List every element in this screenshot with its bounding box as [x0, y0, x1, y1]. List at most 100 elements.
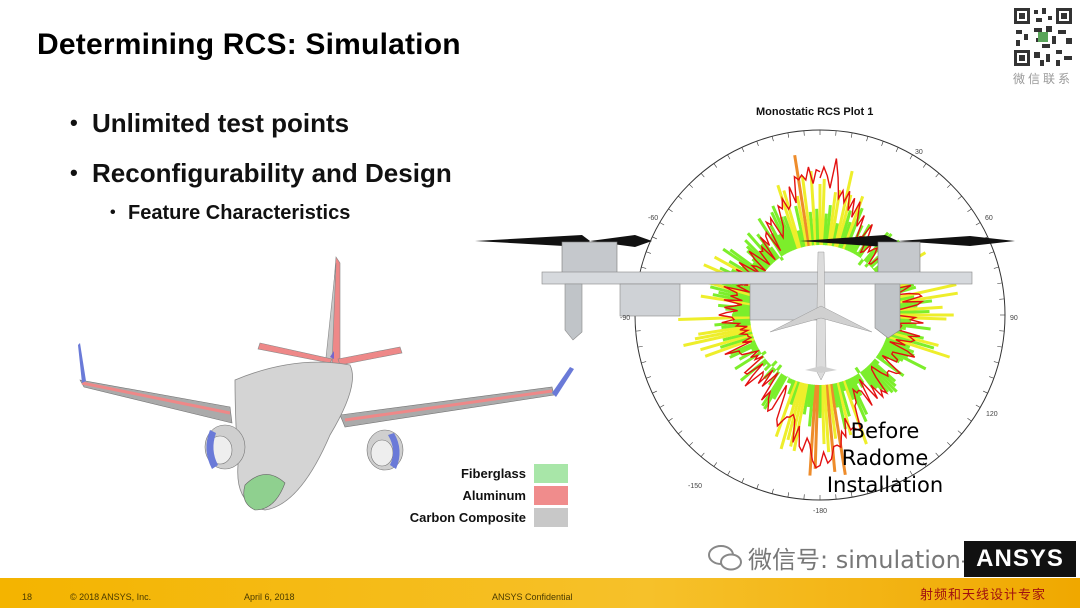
rcs-spike: [782, 190, 802, 249]
rcs-tick-mark: [659, 222, 665, 226]
ansys-logo: ANSYS: [964, 541, 1076, 577]
rcs-spike: [833, 170, 854, 248]
rcs-tick-label: -180: [813, 508, 827, 515]
wechat-icon: [708, 544, 742, 570]
rcs-tick-mark: [881, 141, 884, 146]
qr-caption: 微信联系: [1012, 72, 1073, 86]
annotation-line: Before: [850, 419, 920, 443]
rcs-spike: [827, 192, 837, 246]
rcs-tick-mark: [895, 478, 899, 483]
slide-footer: 18 © 2018 ANSYS, Inc. April 6, 2018 ANSY…: [0, 578, 1080, 608]
rcs-spike: [761, 360, 769, 367]
bullet-dot-icon: •: [110, 204, 116, 221]
rcs-spike: [771, 367, 777, 374]
rcs-spike: [854, 366, 861, 374]
rcs-tick-mark: [922, 163, 927, 168]
rcs-tick-label: 30: [915, 149, 923, 156]
rcs-plot-title: Monostatic RCS Plot 1: [756, 106, 873, 118]
rcs-spike: [877, 353, 886, 361]
rcs-spike: [772, 375, 788, 400]
rcs-tick-mark: [771, 136, 774, 142]
rcs-tick-mark: [975, 222, 981, 226]
rcs-spike: [808, 384, 818, 476]
rcs-tick-mark: [957, 430, 962, 435]
rcs-tick-mark: [983, 390, 988, 394]
rcs-tick-mark: [641, 361, 647, 364]
rcs-spike: [761, 373, 784, 407]
rcs-spike: [750, 339, 756, 344]
rcs-spike: [825, 205, 832, 246]
rcs-tick-mark: [975, 404, 981, 408]
rcs-tick-mark: [713, 462, 718, 467]
rcs-tick-mark: [850, 492, 853, 498]
legend-swatch-fiberglass: [534, 463, 568, 483]
rcs-spike: [678, 315, 751, 321]
rcs-spike: [746, 232, 775, 264]
rcs-spike: [883, 341, 915, 358]
rcs-spike: [844, 379, 855, 401]
rcs-spike: [787, 379, 796, 395]
rcs-tick-label: -150: [688, 483, 702, 490]
rcs-tick-mark: [787, 132, 790, 138]
bullet-dot-icon: •: [70, 110, 78, 135]
rcs-spike: [800, 176, 813, 246]
rcs-tick-mark: [881, 484, 884, 489]
rcs-spike: [770, 360, 778, 368]
rcs-spike: [842, 380, 868, 445]
rcs-tick-mark: [756, 484, 759, 489]
bullet-item: • Unlimited test points: [70, 98, 452, 148]
rcs-spike: [769, 246, 781, 260]
rcs-spike: [871, 360, 897, 383]
rcs-tick-mark: [688, 442, 693, 447]
slide-title: Determining RCS: Simulation: [37, 28, 461, 61]
legend-swatch-aluminum: [534, 485, 568, 505]
rcs-tick-mark: [935, 173, 940, 178]
rcs-tick-mark: [866, 136, 869, 142]
rcs-tick-mark: [787, 492, 790, 498]
rcs-tick-mark: [727, 470, 731, 476]
rcs-tick-mark: [668, 417, 673, 422]
rcs-spike: [864, 262, 870, 268]
rcs-spike: [808, 211, 815, 246]
rcs-spike: [815, 208, 820, 246]
subbullet-text: Feature Characteristics: [128, 201, 351, 224]
rcs-spike: [774, 380, 798, 438]
rcs-tick-mark: [637, 345, 643, 348]
rcs-spike: [813, 384, 820, 469]
rcs-spike: [786, 377, 792, 384]
rcs-spike: [863, 367, 884, 391]
rcs-tick-mark: [741, 147, 745, 152]
bullet-dot-icon: •: [70, 160, 78, 185]
rcs-tick-mark: [909, 470, 913, 476]
legend-item: Carbon Composite: [396, 506, 568, 528]
rcs-spike: [840, 381, 847, 392]
rcs-spike: [857, 258, 865, 266]
rcs-spike: [712, 293, 752, 304]
rcs-spike: [777, 233, 790, 254]
rcs-tick-mark: [713, 163, 718, 168]
rcs-spike: [872, 358, 880, 365]
rcs-tick-mark: [646, 251, 651, 254]
footer-date: April 6, 2018: [244, 592, 295, 602]
rcs-tick-mark: [678, 430, 683, 435]
rcs-spike: [718, 303, 751, 310]
rcs-spike: [683, 328, 753, 347]
rcs-tick-mark: [989, 251, 994, 254]
rcs-spike: [848, 377, 869, 416]
rcs-spike: [827, 384, 838, 439]
page-number: 18: [22, 592, 33, 602]
rcs-spike: [729, 248, 765, 276]
rcs-tick-mark: [993, 266, 999, 269]
rcs-tick-mark: [967, 417, 972, 422]
rcs-tick-mark: [641, 266, 647, 269]
rcs-spike: [888, 291, 958, 306]
bullet-text: Reconfigurability and Design: [92, 157, 452, 188]
legend-label: Fiberglass: [460, 465, 526, 481]
rcs-spike: [700, 333, 754, 352]
rcs-spike: [732, 310, 751, 315]
rcs-tick-mark: [850, 132, 853, 138]
rcs-tick-mark: [997, 345, 1003, 348]
rcs-tick-mark: [727, 154, 731, 160]
rcs-spike: [729, 343, 758, 359]
rcs-spike: [783, 215, 798, 250]
